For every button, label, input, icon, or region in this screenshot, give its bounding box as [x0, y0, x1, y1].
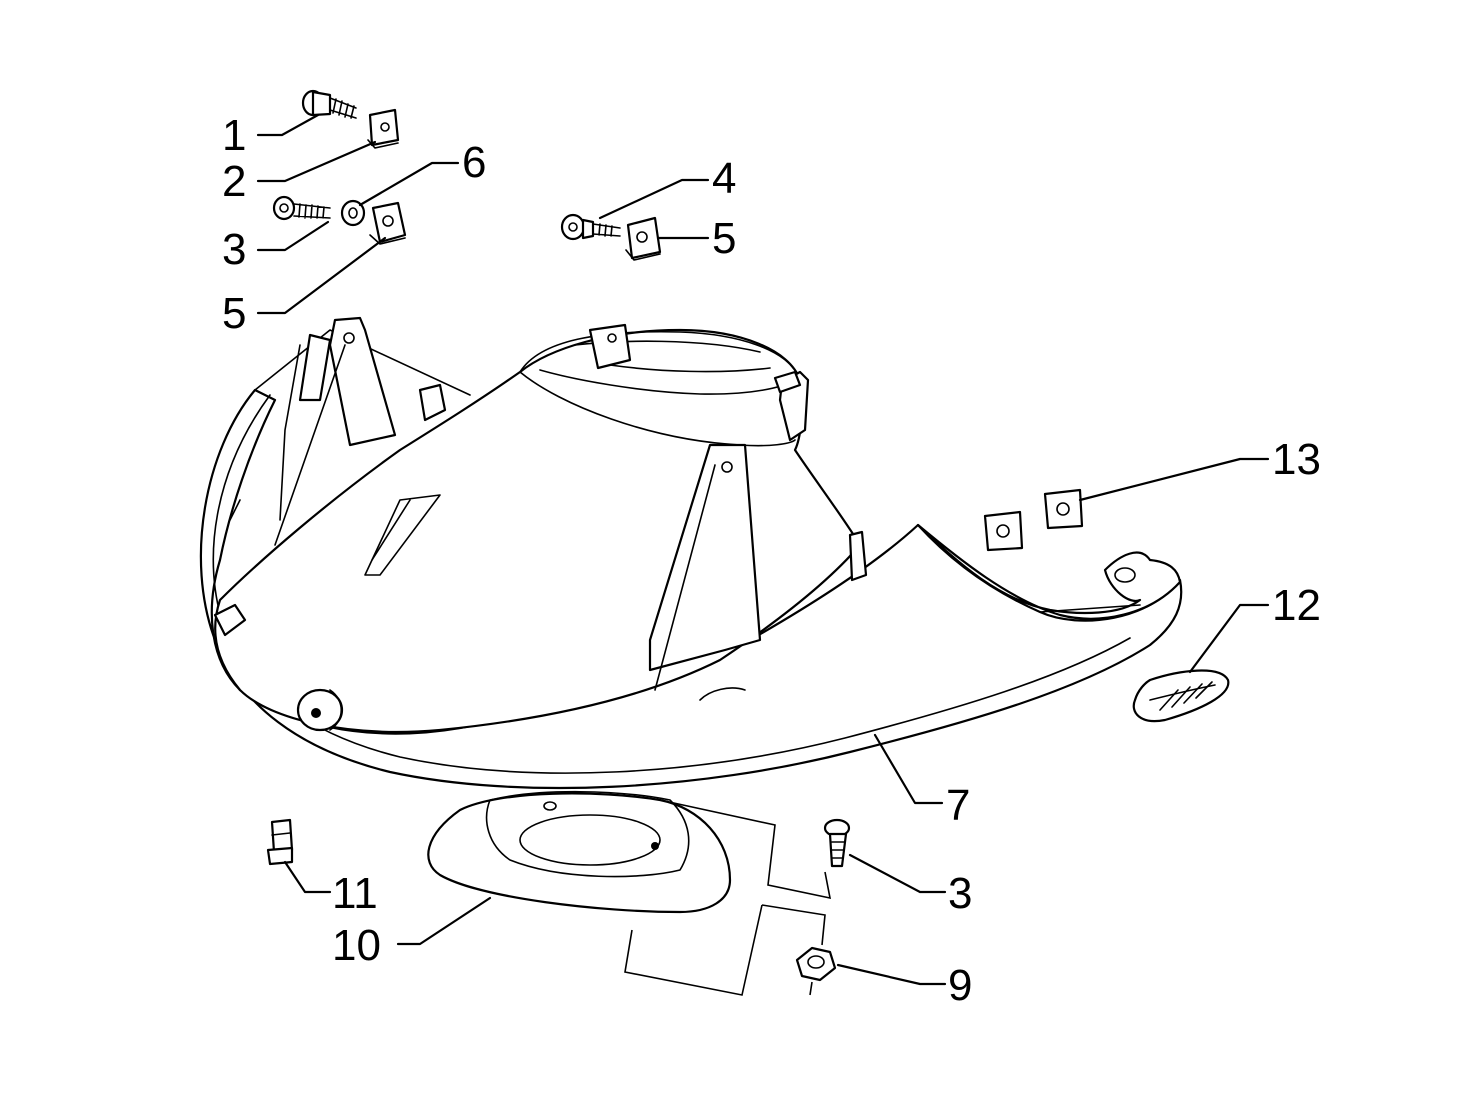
callout-4: 4: [712, 154, 736, 203]
callout-3-top: 3: [222, 225, 246, 274]
callout-9: 9: [948, 961, 972, 1010]
assembly-lines: [624, 799, 832, 996]
headlight-mount-part-10: [427, 790, 732, 914]
callout-labels: 1 2 3 5 6 4 5 13 12 7 11 10 3 9: [222, 111, 1321, 1010]
callout-12: 12: [1272, 581, 1321, 630]
bulb-socket-part-11: [266, 818, 294, 866]
clip-nut-part-5-right: [625, 216, 662, 261]
reflector-part-12: [1132, 669, 1230, 723]
callout-5-left: 5: [222, 289, 246, 338]
bolt-part-3-top: [272, 195, 331, 221]
callout-10: 10: [332, 921, 381, 970]
callout-7: 7: [946, 781, 970, 830]
callout-6: 6: [462, 138, 486, 187]
callout-13: 13: [1272, 435, 1321, 484]
clip-nut-part-2: [367, 108, 400, 149]
nut-plates-part-13: [983, 488, 1084, 552]
washer-part-6: [340, 199, 366, 227]
callout-1: 1: [222, 111, 246, 160]
leader-lines: [256, 113, 1270, 986]
screw-part-3-bottom: [823, 818, 851, 868]
callout-3-bottom: 3: [948, 869, 972, 918]
callout-5-right: 5: [712, 214, 736, 263]
front-shield-shell: [199, 316, 1183, 790]
callout-11: 11: [332, 869, 378, 918]
callout-2: 2: [222, 157, 246, 206]
bolt-part-4: [560, 213, 621, 241]
nut-part-9: [795, 946, 837, 982]
clip-nut-part-5-left: [369, 201, 407, 245]
bolt-part-1: [301, 89, 357, 119]
